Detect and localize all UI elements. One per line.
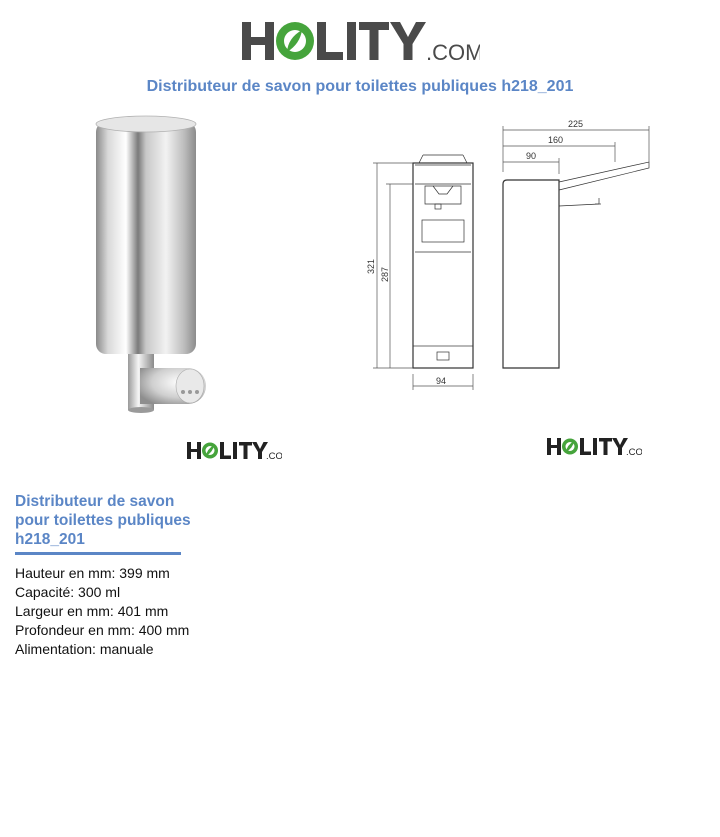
dim-287: 287 <box>380 267 390 282</box>
svg-text:.COM: .COM <box>626 447 642 458</box>
product-title: Distributeur de savon pour toilettes pub… <box>15 492 215 549</box>
dim-321: 321 <box>366 259 376 274</box>
product-title-line: pour toilettes publiques <box>15 512 191 529</box>
page-title: Distributeur de savon pour toilettes pub… <box>146 78 574 95</box>
dim-160: 160 <box>548 135 563 145</box>
spec-height: Hauteur en mm: 399 mm <box>15 565 170 581</box>
dim-90: 90 <box>526 151 536 161</box>
spec-width: Largeur en mm: 401 mm <box>15 603 169 619</box>
svg-text:.COM: .COM <box>426 40 480 65</box>
title-underline <box>15 552 181 555</box>
product-title-line: Distributeur de savon <box>15 493 175 510</box>
holity-logo-small: .COM <box>547 438 642 458</box>
product-title-line: h218_201 <box>15 531 85 548</box>
spec-list: Hauteur en mm: 399 mm Capacité: 300 ml L… <box>15 564 189 659</box>
spec-depth: Profondeur en mm: 400 mm <box>15 622 190 638</box>
technical-drawing: 321 287 94 225 160 90 <box>366 119 650 390</box>
spec-capacity: Capacité: 300 ml <box>15 584 121 600</box>
holity-logo[interactable]: .COM <box>240 16 480 68</box>
dim-94: 94 <box>436 376 446 386</box>
product-photo <box>95 115 206 413</box>
dim-225: 225 <box>568 119 583 129</box>
svg-text:.COM: .COM <box>266 451 282 462</box>
holity-logo-small: .COM <box>187 442 282 462</box>
spec-supply: Alimentation: manuale <box>15 641 154 657</box>
